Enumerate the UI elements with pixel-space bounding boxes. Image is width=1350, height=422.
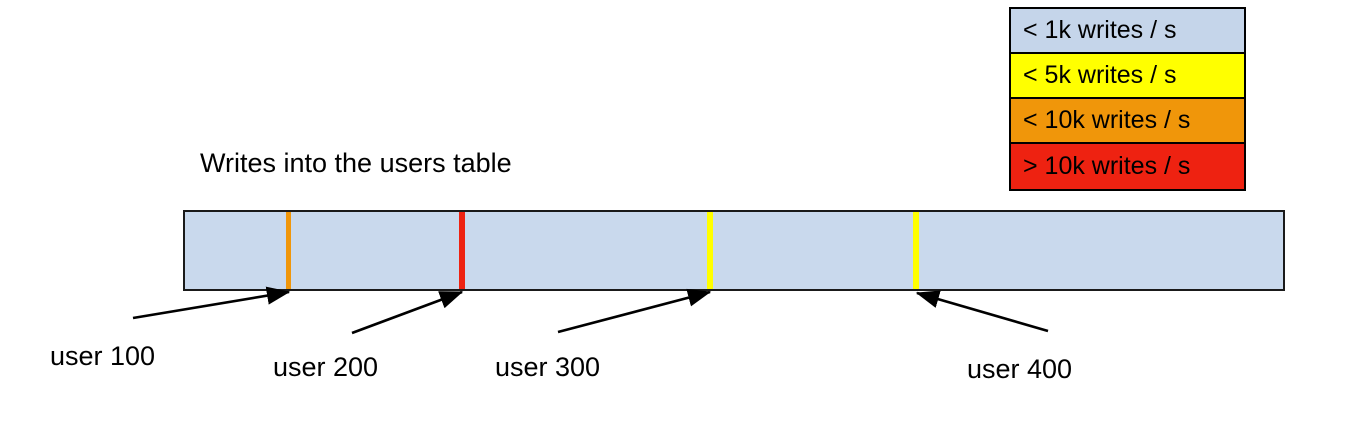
writes-rate-legend: < 1k writes / s < 5k writes / s < 10k wr…: [1009, 7, 1246, 191]
marker-user-400[interactable]: [913, 212, 919, 289]
callout-user-400-arrow: [915, 290, 1049, 333]
callout-user-200-arrow: [351, 290, 464, 335]
diagram-caption: Writes into the users table: [200, 148, 512, 178]
legend-label-lt-1k: < 1k writes / s: [1023, 16, 1177, 44]
callout-user-300-arrow: [557, 288, 712, 334]
legend-row-lt-5k[interactable]: < 5k writes / s: [1011, 54, 1244, 99]
legend-label-gt-10k: > 10k writes / s: [1023, 152, 1191, 180]
marker-user-100[interactable]: [286, 212, 291, 289]
legend-label-lt-10k: < 10k writes / s: [1023, 106, 1191, 134]
legend-row-lt-1k[interactable]: < 1k writes / s: [1011, 9, 1244, 54]
callout-label-user-200: user 200: [273, 352, 379, 382]
legend-row-gt-10k[interactable]: > 10k writes / s: [1011, 144, 1244, 189]
callout-user-100-arrow: [132, 286, 291, 320]
marker-user-200[interactable]: [459, 212, 465, 289]
callout-label-user-300: user 300: [495, 352, 601, 382]
marker-user-300[interactable]: [707, 212, 713, 289]
legend-row-lt-10k[interactable]: < 10k writes / s: [1011, 99, 1244, 144]
legend-label-lt-5k: < 5k writes / s: [1023, 61, 1177, 89]
callout-label-user-100: user 100: [50, 341, 156, 371]
users-table-keyspace-bar[interactable]: [183, 210, 1285, 291]
callout-label-user-400: user 400: [967, 354, 1073, 384]
